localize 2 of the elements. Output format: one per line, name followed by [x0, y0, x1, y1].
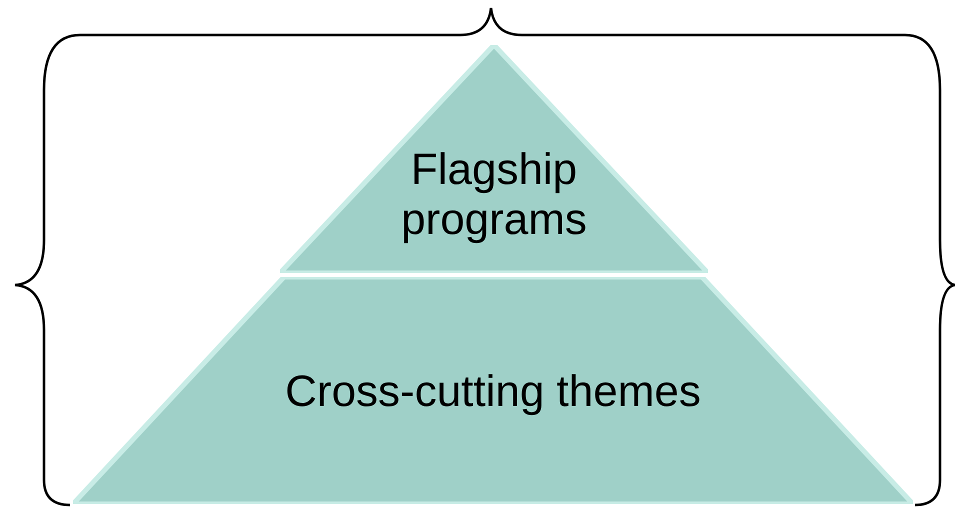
tier-label: Cross-cutting themes [284, 367, 702, 417]
tier-label: Flagship programs [400, 145, 588, 245]
